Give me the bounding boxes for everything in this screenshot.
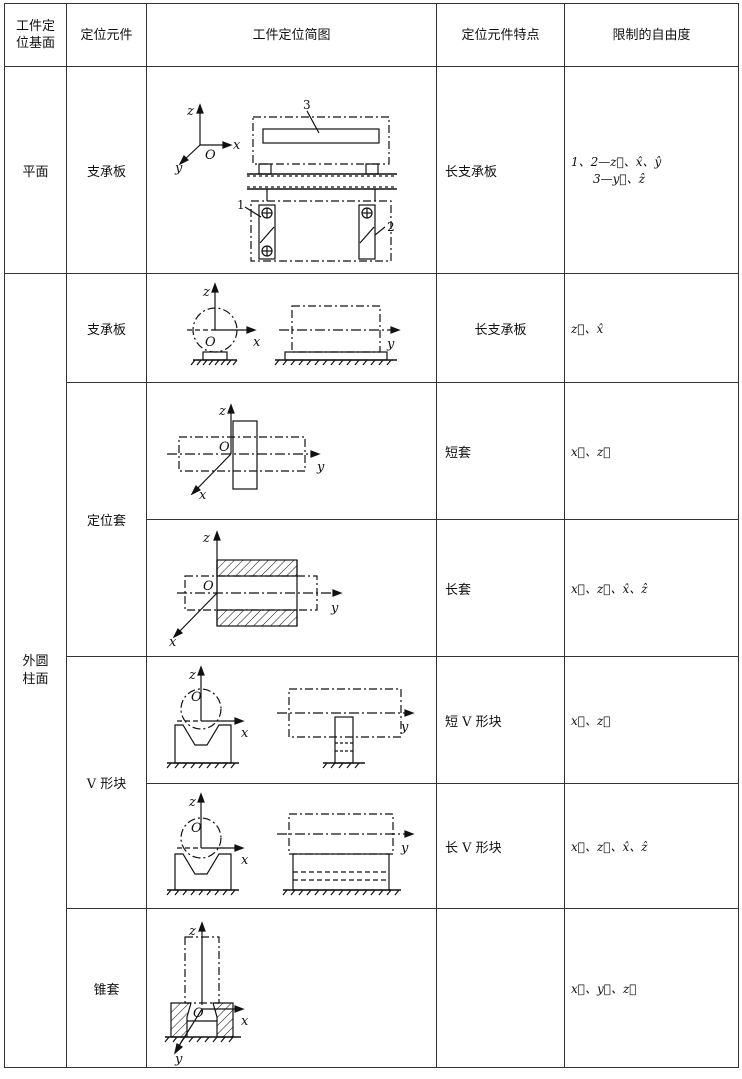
diagram-long-sleeve: z O y x bbox=[169, 530, 343, 650]
svg-text:x: x bbox=[169, 635, 177, 650]
diagram-cone-sleeve: z O x y bbox=[164, 921, 249, 1067]
header-row: 工件定位基面 定位元件 工件定位简图 定位元件特点 限制的自由度 bbox=[4, 3, 739, 67]
element-cell: 锥套 bbox=[66, 908, 147, 1068]
svg-text:y: y bbox=[400, 841, 409, 856]
element-cell: 定位套 bbox=[66, 382, 147, 657]
svg-text:O: O bbox=[191, 690, 202, 705]
svg-text:z: z bbox=[188, 668, 196, 683]
diagram-cell: z O y x bbox=[146, 519, 437, 657]
table-row: z O y x 长套 x⃗、z⃗、x̂、ẑ bbox=[5, 519, 739, 657]
svg-text:y: y bbox=[400, 720, 409, 735]
svg-text:x: x bbox=[199, 488, 207, 503]
svg-text:y: y bbox=[174, 161, 183, 176]
table-row: z O x y 长 V 形块 x⃗、z⃗、x̂、ẑ bbox=[5, 783, 739, 909]
feature-cell: 短套 bbox=[436, 382, 565, 520]
feature-cell: 长 V 形块 bbox=[436, 783, 565, 909]
svg-text:y: y bbox=[316, 460, 325, 475]
svg-text:x: x bbox=[253, 335, 261, 350]
svg-text:y: y bbox=[386, 337, 395, 352]
diagram-cell: z x O y 3 1 2 bbox=[146, 66, 437, 274]
svg-text:x: x bbox=[241, 1014, 249, 1029]
dof-cell: x⃗、z⃗ bbox=[564, 656, 739, 784]
svg-text:1: 1 bbox=[237, 198, 245, 212]
element-cell: 支承板 bbox=[66, 66, 147, 274]
header-dof: 限制的自由度 bbox=[564, 3, 739, 67]
table-row: 锥套 bbox=[5, 908, 739, 1068]
svg-text:x: x bbox=[233, 138, 241, 153]
svg-text:O: O bbox=[191, 821, 202, 836]
dof-cell: x⃗、z⃗、x̂、ẑ bbox=[564, 519, 739, 657]
element-cell: V 形块 bbox=[66, 656, 147, 909]
diagram-cell: z O x y bbox=[146, 273, 437, 383]
feature-cell: 长支承板 bbox=[436, 66, 565, 274]
feature-cell: 短 V 形块 bbox=[436, 656, 565, 784]
table-row: 外圆柱面 支承板 bbox=[4, 273, 739, 1068]
diagram-short-v-block: z O x y bbox=[166, 665, 415, 769]
diagram-cell: z O x y bbox=[146, 783, 437, 909]
table-row: V 形块 bbox=[5, 656, 739, 909]
svg-text:z: z bbox=[188, 795, 196, 810]
diagram-cylinder-support: z O x y bbox=[187, 282, 401, 366]
svg-text:y: y bbox=[174, 1052, 183, 1067]
base-cell: 外圆柱面 bbox=[4, 273, 67, 1068]
feature-cell: 长支承板 bbox=[436, 273, 565, 383]
diagram-plane-support: z x O y 3 1 2 bbox=[174, 98, 397, 262]
diagram-long-v-block: z O x y bbox=[166, 792, 415, 896]
header-diagram: 工件定位简图 bbox=[146, 3, 437, 67]
svg-text:2: 2 bbox=[387, 220, 395, 234]
svg-text:O: O bbox=[205, 335, 216, 350]
svg-text:z: z bbox=[218, 404, 226, 419]
svg-text:O: O bbox=[205, 148, 216, 163]
svg-text:O: O bbox=[203, 579, 214, 594]
dof-cell: x⃗、z⃗ bbox=[564, 382, 739, 520]
base-cell: 平面 bbox=[4, 66, 67, 274]
svg-text:z: z bbox=[186, 104, 194, 119]
svg-text:3: 3 bbox=[303, 98, 311, 112]
svg-text:x: x bbox=[241, 726, 249, 741]
dof-cell: x⃗、y⃗、z⃗ bbox=[564, 908, 739, 1068]
element-cell: 支承板 bbox=[66, 273, 147, 383]
positioning-table: 工件定位基面 定位元件 工件定位简图 定位元件特点 限制的自由度 平面 支承板 bbox=[4, 3, 739, 1068]
svg-text:x: x bbox=[241, 853, 249, 868]
svg-text:z: z bbox=[202, 285, 210, 300]
svg-text:O: O bbox=[219, 440, 230, 455]
diagram-cell: z O x y bbox=[146, 656, 437, 784]
diagram-cell: z O y x bbox=[146, 382, 437, 520]
dof-cell: z⃗、x̂ bbox=[564, 273, 739, 383]
table-row: 定位套 z O y x 短套 x⃗、z⃗ bbox=[5, 382, 739, 657]
diagram-cell: z O x y bbox=[146, 908, 437, 1068]
header-feature: 定位元件特点 bbox=[436, 3, 565, 67]
svg-text:z: z bbox=[188, 924, 196, 939]
header-element: 定位元件 bbox=[66, 3, 147, 67]
feature-cell bbox=[436, 908, 565, 1068]
svg-text:y: y bbox=[330, 601, 339, 616]
diagram-short-sleeve: z O y x bbox=[167, 403, 325, 503]
svg-text:O: O bbox=[193, 1006, 204, 1021]
dof-cell: x⃗、z⃗、x̂、ẑ bbox=[564, 783, 739, 909]
feature-cell: 长套 bbox=[436, 519, 565, 657]
table-row: 平面 支承板 bbox=[4, 66, 739, 274]
header-base: 工件定位基面 bbox=[4, 3, 67, 67]
svg-text:z: z bbox=[202, 531, 210, 546]
